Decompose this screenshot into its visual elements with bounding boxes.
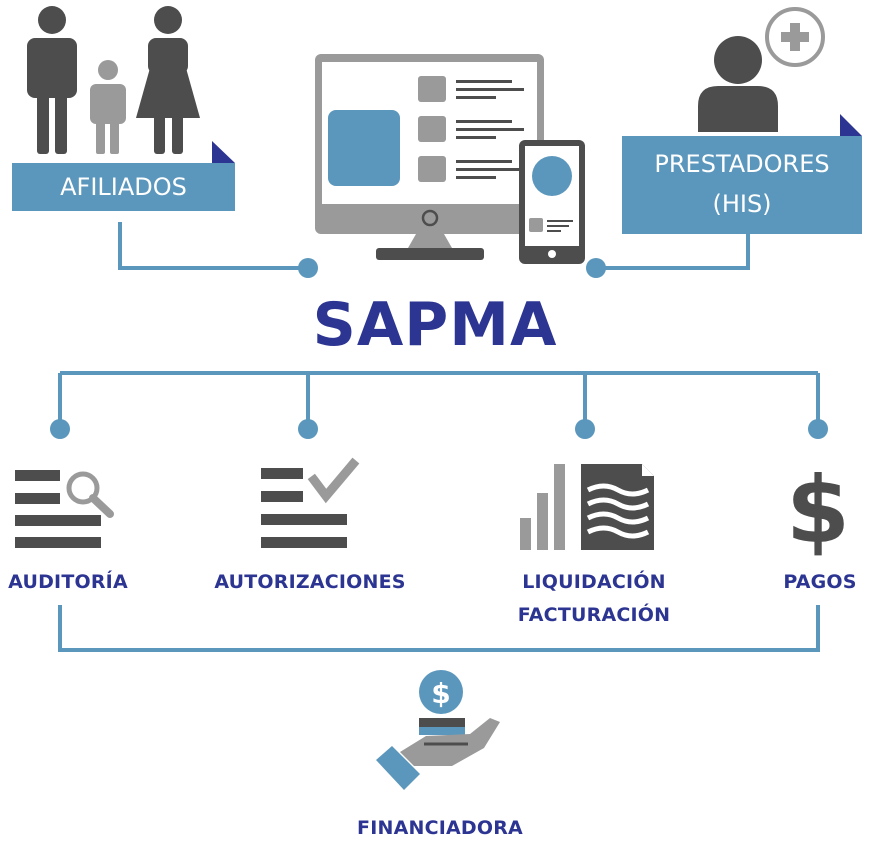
devices-icon [315,54,585,264]
module-label-pagos: PAGOS [783,571,857,593]
billing-chart-icon [520,464,654,550]
prestadores-sublabel: (HIS) [712,190,772,218]
hand-money-icon: $ [376,670,500,790]
family-icon [27,6,200,154]
module-label-autorizaciones: AUTORIZACIONES [214,571,406,593]
prestadores-banner [622,114,862,234]
connector-dots [50,258,828,439]
provider-plus-icon [698,7,825,132]
module-label-liquidacion: LIQUIDACIÓN [522,571,666,593]
authorization-check-icon [261,457,360,548]
diagram-title: SAPMA [312,290,558,360]
connector-lines [58,222,820,652]
module-label-facturacion: FACTURACIÓN [517,604,671,626]
svg-text:$: $ [786,457,850,564]
afiliados-label: AFILIADOS [60,173,187,201]
dollar-icon: $ [786,457,850,564]
module-label-auditoria: AUDITORÍA [8,571,128,593]
financiadora-label: FINANCIADORA [357,817,523,839]
afiliados-banner [12,141,235,211]
prestadores-label: PRESTADORES [654,150,830,178]
svg-text:$: $ [431,677,450,710]
audit-search-icon [15,470,114,548]
